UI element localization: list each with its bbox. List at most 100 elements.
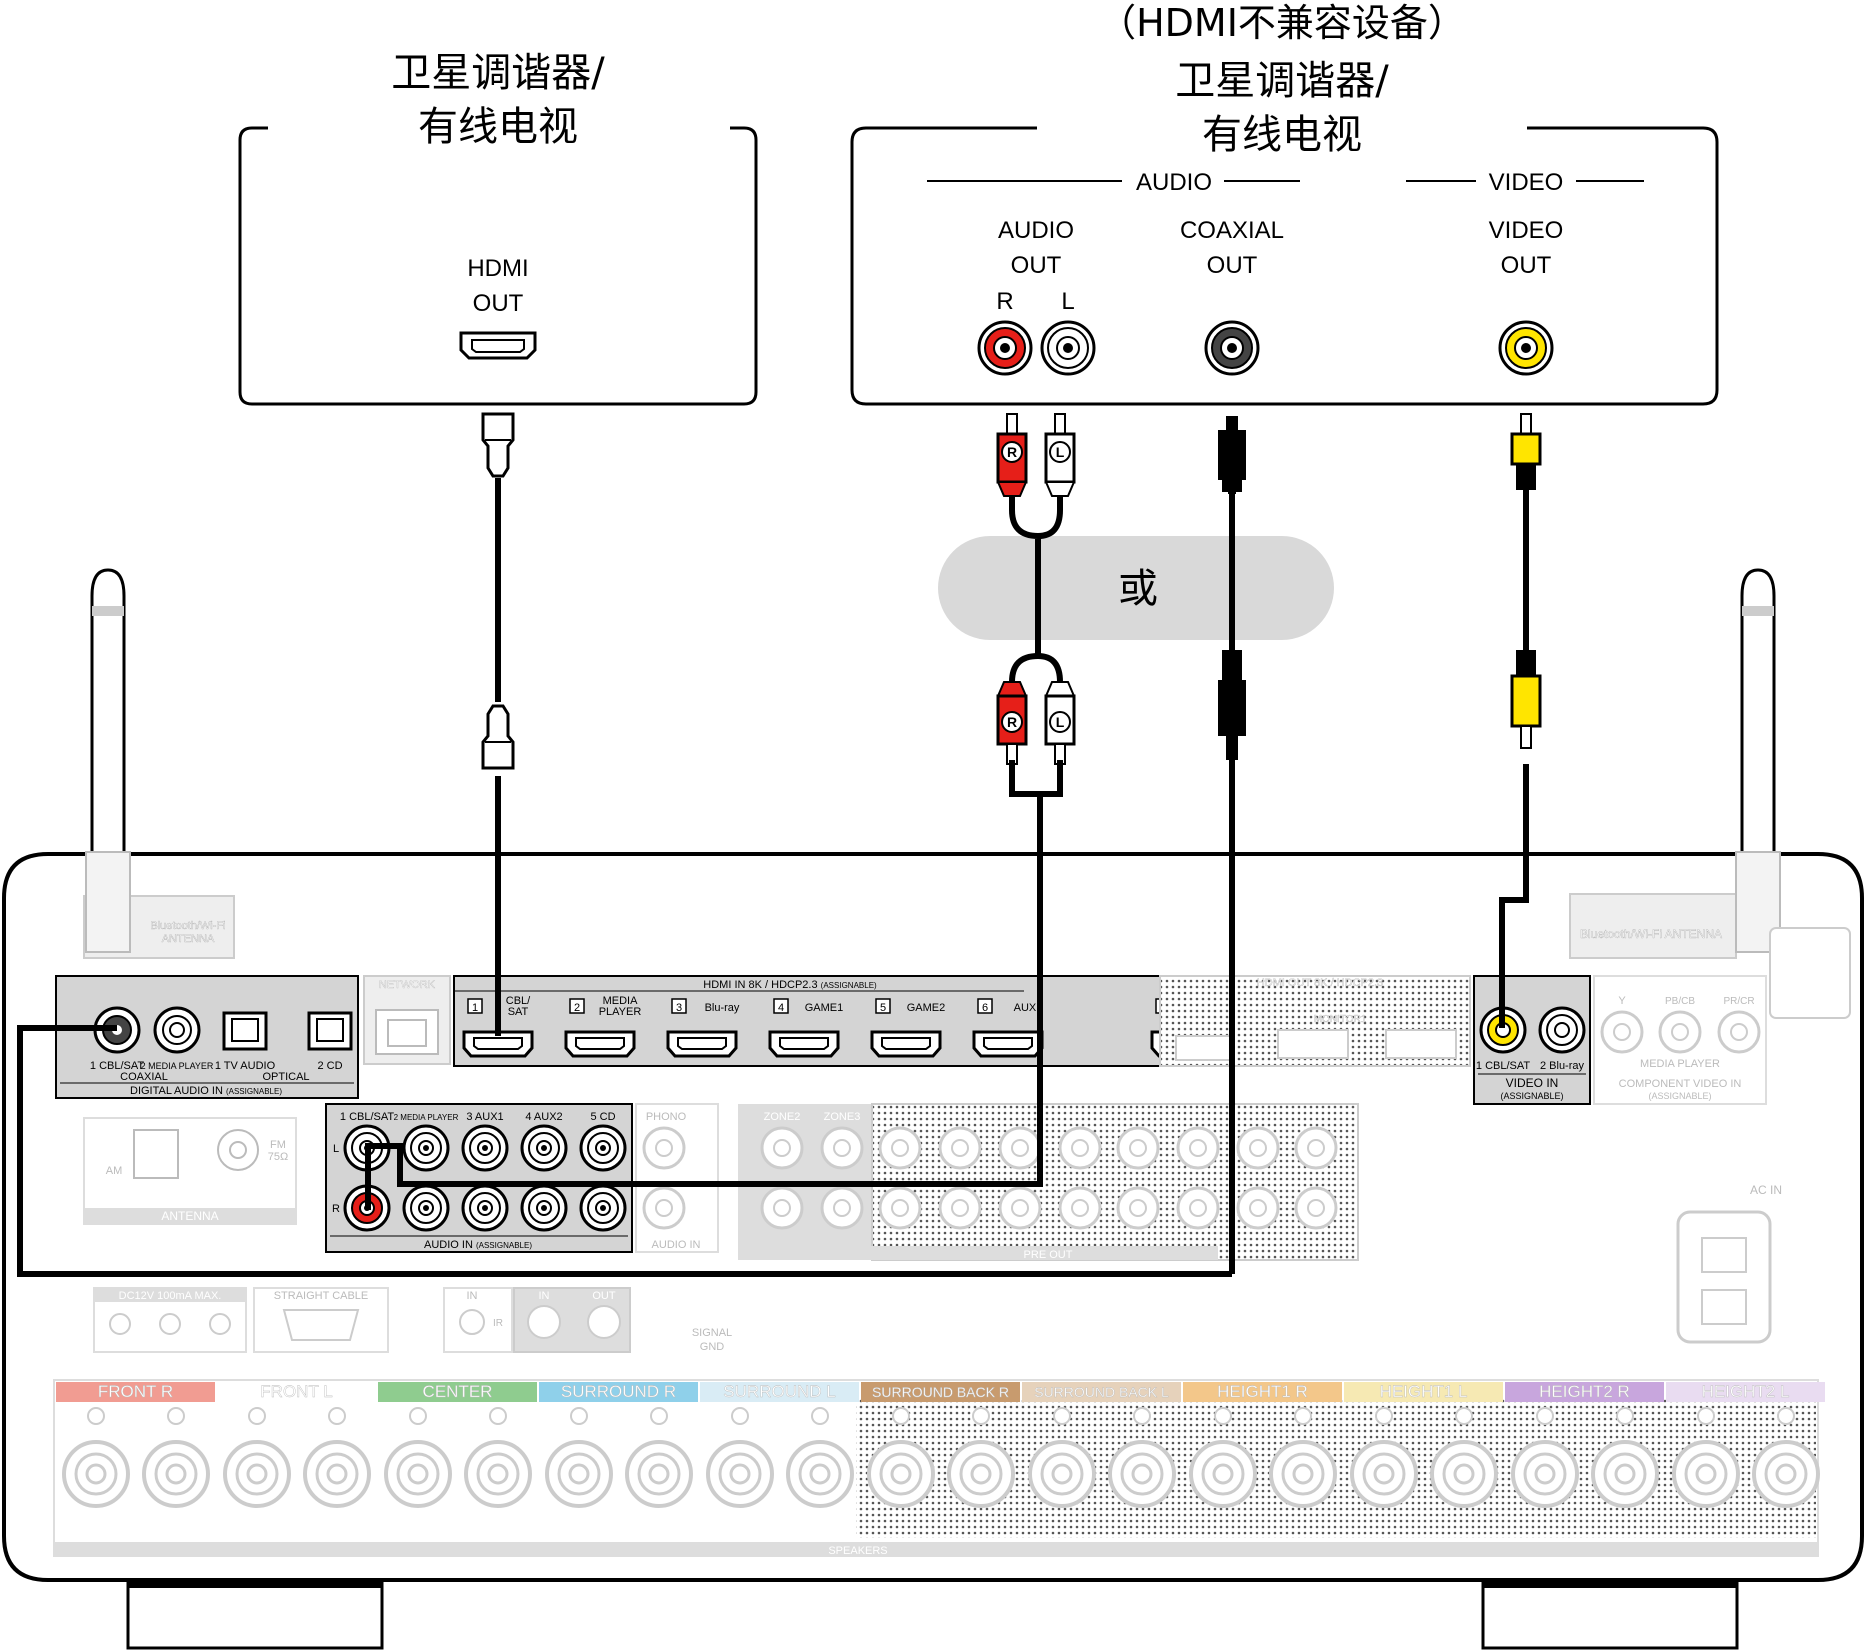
audio-in-jack[interactable] (461, 1124, 509, 1172)
audio-in-jack[interactable] (579, 1124, 627, 1172)
right-device-title-1: 卫星调谐器/ (1175, 58, 1389, 104)
ac-in[interactable]: AC IN (1676, 1183, 1782, 1344)
component-title: COMPONENT VIDEO IN (1619, 1078, 1742, 1090)
speaker-group: HEIGHT2 L (1666, 1382, 1825, 1508)
pre-out-jack[interactable] (760, 1126, 804, 1170)
pre-out-jack[interactable] (1176, 1126, 1220, 1170)
hdmi-in-port[interactable] (462, 1030, 534, 1058)
network-port[interactable]: NETWORK (363, 975, 451, 1065)
audio-in-jack[interactable] (579, 1184, 627, 1232)
speaker-terminal[interactable] (786, 1407, 854, 1508)
pre-out-jack[interactable] (1058, 1126, 1102, 1170)
hdmi-in-number-box (467, 998, 483, 1014)
pre-out-jack[interactable] (938, 1186, 982, 1230)
speaker-group-label: HEIGHT2 L (1702, 1382, 1790, 1401)
audio-in-label: 5 CD (590, 1111, 615, 1123)
speaker-group-label: FRONT L (260, 1382, 332, 1401)
phono-panel: PHONO AUDIO IN (635, 1103, 719, 1253)
hdmi-in-port[interactable] (972, 1030, 1044, 1058)
coaxial-in-2-jack[interactable] (153, 1006, 201, 1054)
hdmi-in-port[interactable] (870, 1030, 942, 1058)
speaker-terminal[interactable] (1269, 1407, 1337, 1508)
audio-in-jack[interactable] (461, 1184, 509, 1232)
audio-in-jack[interactable] (520, 1184, 568, 1232)
pre-out-jack[interactable] (1116, 1126, 1160, 1170)
coaxial-out-jack[interactable] (1204, 320, 1260, 376)
speaker-terminal[interactable] (384, 1407, 452, 1508)
speaker-terminal[interactable] (947, 1407, 1015, 1508)
speaker-terminal[interactable] (1350, 1407, 1418, 1508)
speaker-group: SURROUND BACK L (1022, 1382, 1181, 1508)
pre-out-jack[interactable] (938, 1126, 982, 1170)
left-device-title-2: 有线电视 (418, 104, 578, 150)
speaker-terminal[interactable] (1591, 1407, 1659, 1508)
speaker-terminal[interactable] (223, 1407, 291, 1508)
pre-out-title: PRE OUT (1024, 1249, 1073, 1261)
hdmi-in-port[interactable] (768, 1030, 840, 1058)
coaxial-label-1: 1 CBL/SAT (90, 1060, 144, 1072)
signal-gnd-label-2: GND (700, 1341, 725, 1353)
hdmi-in-label: GAME2 (907, 1002, 946, 1014)
speaker-terminal[interactable] (62, 1407, 130, 1508)
speaker-terminal[interactable] (706, 1407, 774, 1508)
pre-out-jack[interactable] (820, 1186, 864, 1230)
optical-in-2-jack[interactable] (307, 1011, 353, 1051)
audio-out-label-2: OUT (1011, 252, 1062, 279)
pre-out-jack[interactable] (820, 1126, 864, 1170)
video-out-jack[interactable] (1498, 320, 1554, 376)
coaxial-plug-bottom (1218, 650, 1246, 760)
svg-text:R: R (1007, 714, 1017, 730)
speaker-terminal[interactable] (303, 1407, 371, 1508)
coaxial-group-label: COAXIAL (120, 1071, 168, 1083)
speaker-group-label: HEIGHT1 L (1380, 1382, 1468, 1401)
pre-out-jack[interactable] (1294, 1186, 1338, 1230)
audio-out-r-jack[interactable] (977, 320, 1033, 376)
speaker-terminal[interactable] (625, 1407, 693, 1508)
pre-out-jack[interactable] (998, 1186, 1042, 1230)
speaker-terminal[interactable] (1672, 1407, 1740, 1508)
pre-out-jack[interactable] (1294, 1126, 1338, 1170)
hdmi-in-label: MEDIA (603, 995, 639, 1007)
speaker-terminal[interactable] (464, 1407, 532, 1508)
speaker-terminal[interactable] (545, 1407, 613, 1508)
earc-label: MONITOR1 (1314, 1014, 1367, 1025)
bt-antenna-label-2: ANTENNA (162, 933, 215, 945)
pre-out-jack[interactable] (1116, 1186, 1160, 1230)
pre-out-jack[interactable] (1058, 1186, 1102, 1230)
pre-out-jack[interactable] (878, 1126, 922, 1170)
hdmi-in-port[interactable] (564, 1030, 636, 1058)
speaker-terminal[interactable] (867, 1407, 935, 1508)
audio-out-l-jack[interactable] (1040, 320, 1096, 376)
pre-out-jack[interactable] (1236, 1186, 1280, 1230)
speaker-terminal[interactable] (1752, 1407, 1820, 1508)
phono-label: PHONO (646, 1111, 687, 1123)
optical-group-label: OPTICAL (262, 1071, 309, 1083)
pre-out-jack[interactable] (1176, 1186, 1220, 1230)
speaker-terminal[interactable] (1108, 1407, 1176, 1508)
speaker-terminal[interactable] (142, 1407, 210, 1508)
speaker-group: HEIGHT2 R (1505, 1382, 1664, 1508)
speaker-group-label: SURROUND BACK R (872, 1384, 1009, 1400)
hdmi-in-port[interactable] (666, 1030, 738, 1058)
left-foot (126, 1576, 384, 1650)
hdmi-in-number: 2 (574, 1002, 580, 1014)
audio-in-jack[interactable] (402, 1124, 450, 1172)
audio-in-jack[interactable] (520, 1124, 568, 1172)
pre-out-jack[interactable] (1236, 1126, 1280, 1170)
video-in-2-jack[interactable] (1538, 1006, 1586, 1054)
speaker-terminal[interactable] (1430, 1407, 1498, 1508)
video-out-label-1: VIDEO (1489, 217, 1564, 244)
pre-out-jack[interactable] (878, 1186, 922, 1230)
audio-in-label: 1 CBL/SAT (340, 1111, 394, 1123)
speaker-terminal[interactable] (1028, 1407, 1096, 1508)
speaker-terminal[interactable] (1189, 1407, 1257, 1508)
optical-in-1-jack[interactable] (222, 1011, 268, 1051)
audio-in-jack[interactable] (402, 1184, 450, 1232)
pre-out-jack[interactable] (760, 1186, 804, 1230)
pre-out-jack[interactable] (998, 1126, 1042, 1170)
remote-in-label: IN (539, 1290, 550, 1302)
optical-label-1: 1 TV AUDIO (215, 1060, 276, 1072)
speaker-terminal[interactable] (1511, 1407, 1579, 1508)
digital-audio-in-title: DIGITAL AUDIO IN (ASSIGNABLE) (130, 1085, 282, 1097)
